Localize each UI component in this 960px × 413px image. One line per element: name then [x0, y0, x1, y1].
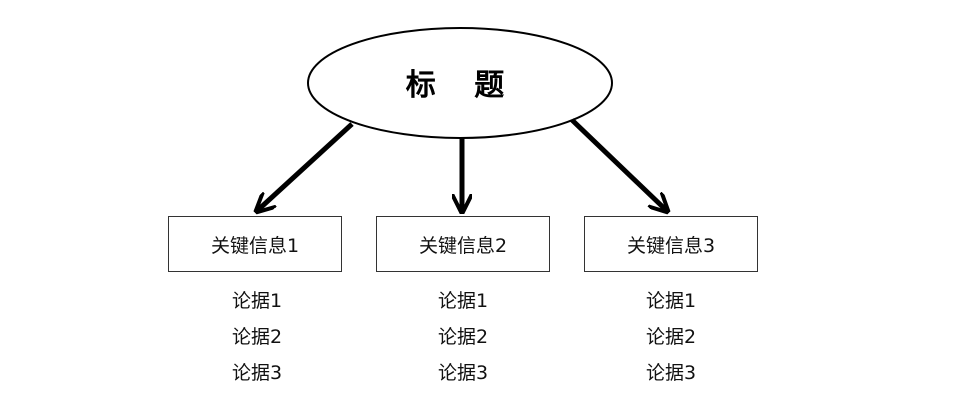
evidence-item: 论据2: [645, 326, 697, 348]
key-info-label-2: 关键信息2: [418, 234, 508, 257]
evidence-item: 论据2: [231, 326, 283, 348]
arrow-to-node-1: [258, 122, 354, 210]
key-info-box-3: 关键信息3: [584, 216, 758, 272]
key-info-label-3: 关键信息3: [626, 234, 716, 257]
evidence-list-2: 论据1 论据2 论据3: [376, 283, 550, 391]
evidence-list-3: 论据1 论据2 论据3: [584, 283, 758, 391]
key-info-label-1: 关键信息1: [210, 234, 300, 257]
key-info-box-2: 关键信息2: [376, 216, 550, 272]
arrow-to-node-3: [570, 118, 666, 210]
evidence-item: 论据3: [231, 362, 283, 384]
title-text: 标 题: [406, 68, 518, 103]
evidence-item: 论据1: [645, 290, 697, 312]
key-info-box-1: 关键信息1: [168, 216, 342, 272]
evidence-list-1: 论据1 论据2 论据3: [170, 283, 344, 391]
evidence-item: 论据1: [437, 290, 489, 312]
evidence-item: 论据3: [645, 362, 697, 384]
evidence-item: 论据1: [231, 290, 283, 312]
evidence-item: 论据3: [437, 362, 489, 384]
evidence-item: 论据2: [437, 326, 489, 348]
